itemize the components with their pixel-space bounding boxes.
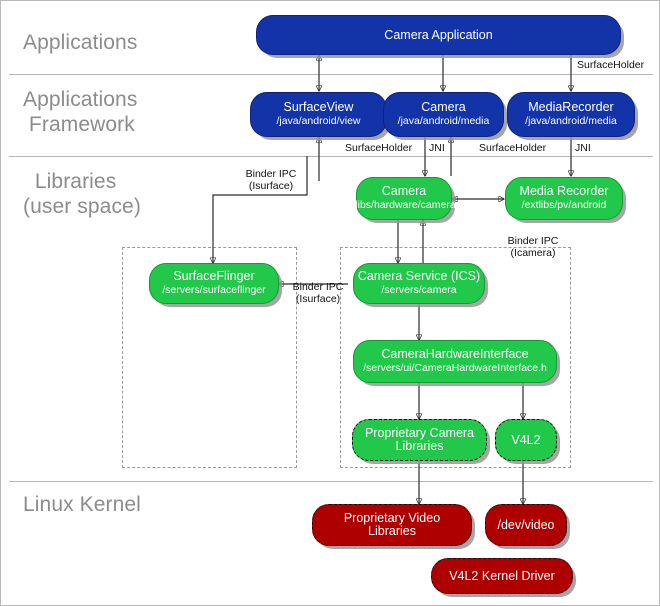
node-surfaceflinger[interactable]: SurfaceFlinger /servers/surfaceflinger — [149, 263, 279, 304]
node-dev-video[interactable]: /dev/video — [485, 504, 567, 546]
node-mediarecorder-java-path: /java/android/media — [525, 115, 617, 127]
node-v4l2-kernel-driver-title: V4L2 Kernel Driver — [449, 568, 555, 583]
node-surfaceview[interactable]: SurfaceView /java/android/view — [250, 92, 387, 137]
node-proprietary-video-libraries-title: Proprietary Video — [343, 511, 441, 525]
node-camerahardwareinterface-title: CameraHardwareInterface — [381, 347, 529, 361]
node-camera-lib-title: Camera — [381, 184, 427, 198]
edge-label-surfaceholder-surfaceview: SurfaceHolder — [345, 142, 413, 154]
node-media-recorder-lib-path: /extlibs/pv/android — [521, 199, 607, 211]
node-v4l2-kernel-driver[interactable]: V4L2 Kernel Driver — [431, 558, 573, 594]
node-camera-java-title: Camera — [421, 100, 466, 114]
node-surfaceview-title: SurfaceView — [283, 100, 354, 114]
layer-label-applications: Applications — [23, 31, 138, 54]
edge-label-surfaceholder-camera: SurfaceHolder — [479, 142, 547, 154]
edge-label-jni-camera: JNI — [429, 142, 445, 154]
node-surfaceflinger-path: /servers/surfaceflinger — [162, 284, 266, 296]
node-mediarecorder-java-title: MediaRecorder — [528, 100, 614, 114]
node-camera-application[interactable]: Camera Application — [256, 15, 621, 55]
node-proprietary-video-libraries-subtitle: Libraries — [368, 524, 416, 538]
node-media-recorder-lib-title: Media Recorder — [519, 184, 609, 198]
group-box-surfaceflinger — [122, 247, 297, 468]
node-camera-service-title: Camera Service (ICS) — [357, 269, 481, 283]
node-camera-service[interactable]: Camera Service (ICS) /servers/camera — [353, 263, 485, 304]
node-camerahardwareinterface[interactable]: CameraHardwareInterface /servers/ui/Came… — [353, 340, 557, 383]
node-camera-java[interactable]: Camera /java/android/media — [383, 92, 504, 137]
node-v4l2[interactable]: V4L2 — [495, 419, 557, 461]
node-proprietary-camera-libraries-title: Proprietary Camera — [364, 426, 475, 440]
node-surfaceview-path: /java/android/view — [276, 115, 361, 127]
node-camerahardwareinterface-path: /servers/ui/CameraHardwareInterface.h — [363, 362, 547, 374]
edge-label-binder-ipc-icamera: Binder IPC (Icamera) — [507, 235, 559, 259]
edge-label-jni-mediarecorder: JNI — [575, 142, 591, 154]
edge-label-binder-ipc-isurface-mid: Binder IPC (Isurface) — [292, 281, 344, 305]
node-dev-video-title: /dev/video — [497, 517, 555, 532]
divider-linux-kernel — [9, 481, 653, 482]
node-mediarecorder-java[interactable]: MediaRecorder /java/android/media — [507, 92, 635, 137]
node-media-recorder-lib[interactable]: Media Recorder /extlibs/pv/android — [505, 177, 623, 220]
layer-label-libraries: Libraries (user space) — [23, 170, 141, 218]
group-box-camera-service — [340, 247, 571, 468]
node-v4l2-title: V4L2 — [511, 432, 541, 447]
node-surfaceflinger-title: SurfaceFlinger — [173, 269, 255, 283]
node-proprietary-camera-libraries-subtitle: Libraries — [395, 439, 444, 453]
node-camera-java-path: /java/android/media — [397, 115, 490, 127]
node-proprietary-camera-libraries[interactable]: Proprietary Camera Libraries — [352, 419, 487, 461]
divider-framework — [9, 156, 653, 157]
layer-label-applications-framework: Applications Framework — [23, 88, 138, 136]
divider-applications — [9, 74, 653, 75]
node-camera-lib-path: /libs/hardware/camera — [352, 199, 456, 211]
layer-label-linux-kernel: Linux Kernel — [23, 493, 141, 516]
node-proprietary-video-libraries[interactable]: Proprietary Video Libraries — [312, 504, 472, 546]
node-camera-application-title: Camera Application — [384, 27, 493, 42]
node-camera-service-path: /servers/camera — [381, 284, 457, 296]
edge-label-binder-ipc-isurface-top: Binder IPC (Isurface) — [245, 168, 297, 192]
edge-label-surfaceholder-app: SurfaceHolder — [577, 59, 645, 71]
node-camera-lib[interactable]: Camera /libs/hardware/camera — [352, 177, 456, 220]
